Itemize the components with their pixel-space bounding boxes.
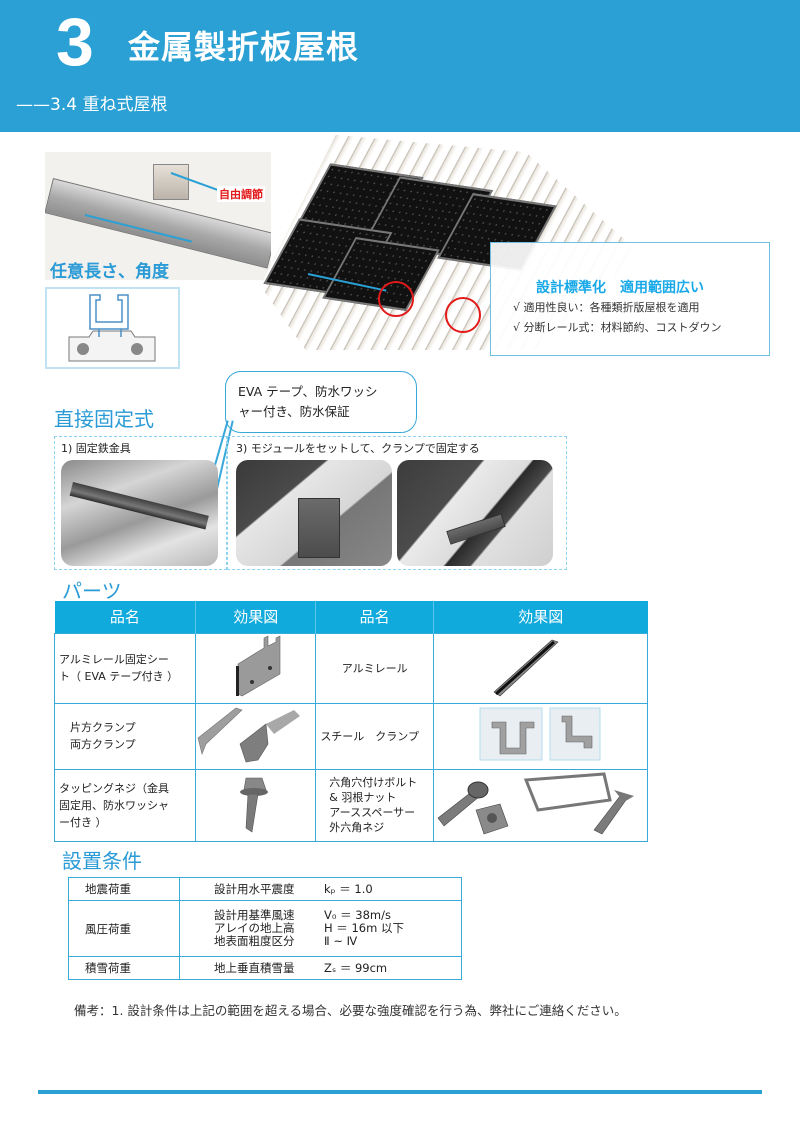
rail-profile-icon [68, 294, 156, 362]
free-adjust-label: 自由調節 [217, 186, 265, 202]
feature-box: 設計標準化 適用範囲広い √ 適用性良い：各種類折版屋根を適用 √ 分断レール式… [490, 242, 770, 356]
callout-line-1: EVA テープ、防水ワッシ [238, 384, 378, 399]
condition-label: 設計用基準風速 [214, 908, 295, 922]
part-name-line: アルミレール固定シー [59, 653, 169, 666]
part-name-line: 外六角ネジ [318, 821, 385, 834]
step1-frame [54, 436, 227, 570]
clamp-illustration [446, 513, 506, 545]
feature-heading: 設計標準化 適用範囲広い [536, 280, 704, 296]
section-subtitle: ——3.4 重ね式屋根 [16, 95, 168, 115]
clamp-illustration [153, 164, 189, 200]
col-header-name: 品名 [315, 601, 434, 633]
direct-fix-title: 直接固定式 [54, 407, 154, 431]
load-category: 風圧荷重 [68, 900, 180, 957]
condition-label: 地上垂直積雪量 [214, 960, 295, 975]
highlight-circle [445, 297, 481, 333]
condition-label: アレイの地上高 [214, 921, 295, 935]
part-name-line: 六角穴付けボルト [318, 776, 418, 789]
rail-fixing-sheet-icon [236, 635, 281, 696]
rail-detail-image: 自由調節 [45, 152, 271, 280]
steel-clamps-icon [479, 707, 601, 760]
part-image [432, 768, 649, 842]
part-name: アルミレール [315, 632, 434, 704]
table-row: アルミレール固定シー ト（ EVA テープ付き ） アルミレール [53, 632, 649, 704]
part-name-line: アーススペーサー [318, 806, 416, 819]
part-name-line: ー付き ） [59, 815, 107, 829]
load-category: 積雪荷重 [68, 956, 180, 980]
conditions-title: 設置条件 [62, 849, 142, 873]
clamps-icon [197, 707, 301, 762]
table-row: 積雪荷重 地上垂直積雪量 Zₛ ＝ 99cm [68, 956, 462, 980]
part-name-line: 片方クランプ [59, 721, 136, 734]
condition-label: 地表面粗度区分 [214, 934, 295, 948]
condition-label: 設計用水平震度 [214, 881, 295, 896]
part-image [195, 702, 317, 770]
condition-value: Ⅱ ~ Ⅳ [324, 934, 358, 948]
rail-illustration [69, 482, 209, 530]
remarks-note: 備考：1. 設計条件は上記の範囲を超える場合、必要な強度確認を行う為、弊社にご連… [74, 1003, 627, 1018]
parts-title: パーツ [62, 579, 122, 603]
part-name-line: 固定用、防水ワッシャ [59, 798, 169, 812]
page-header: 3 金属製折板屋根 ——3.4 重ね式屋根 [0, 0, 800, 132]
step3-frame [227, 436, 567, 570]
footer-divider [38, 1090, 762, 1094]
condition-value: kₚ ＝ 1.0 [324, 881, 373, 896]
part-name: 片方クランプ 両方クランプ [53, 702, 197, 770]
part-image [195, 632, 317, 704]
part-name-line: 両方クランプ [59, 738, 136, 751]
aluminum-rail-icon [493, 639, 559, 696]
highlight-circle [378, 281, 414, 317]
load-values: 設計用基準風速 V₀ ＝ 38m/s アレイの地上高 H ＝ 16m 以下 地表面粗… [179, 900, 462, 957]
part-name: タッピングネジ（金具 固定用、防水ワッシャ ー付き ） [53, 768, 197, 842]
table-row: 片方クランプ 両方クランプ スチール クランプ [53, 702, 649, 770]
clamp-set-photo-1 [236, 460, 392, 566]
condition-value: V₀ ＝ 38m/s [324, 908, 391, 922]
part-name-line: アルミレール [341, 661, 408, 675]
feature-line: √ 適用性良い：各種類折版屋根を適用 [513, 301, 700, 314]
col-header-name: 品名 [54, 601, 197, 633]
conditions-table: 地震荷重 設計用水平震度 kₚ ＝ 1.0 風圧荷重 設計用基準風速 V₀ ＝ 38… [68, 877, 462, 980]
clamp-illustration [298, 498, 340, 558]
part-image [195, 768, 317, 842]
load-values: 地上垂直積雪量 Zₛ ＝ 99cm [179, 956, 462, 980]
condition-value: Zₛ ＝ 99cm [324, 960, 388, 975]
part-image [432, 632, 649, 704]
fixing-bracket-photo [61, 460, 218, 566]
load-values: 設計用水平震度 kₚ ＝ 1.0 [179, 877, 462, 901]
part-name-line: ト（ EVA テープ付き ） [59, 670, 179, 683]
chapter-number: 3 [56, 4, 94, 80]
chapter-title: 金属製折板屋根 [128, 28, 360, 66]
table-row: タッピングネジ（金具 固定用、防水ワッシャ ー付き ） 六角穴付けボルト & 羽… [53, 768, 649, 842]
load-category: 地震荷重 [68, 877, 180, 901]
part-name-line: タッピングネジ（金具 [59, 781, 169, 795]
condition-value: H ＝ 16m 以下 [324, 921, 404, 935]
eva-tape-callout: EVA テープ、防水ワッシ ャー付き、防水保証 [225, 371, 417, 433]
part-name-line: & 羽根ナット [318, 791, 397, 804]
bolts-nuts-spacer-icon [437, 771, 634, 834]
feature-line: √ 分断レール式：材料節約、コストダウン [513, 321, 722, 334]
table-row: 地震荷重 設計用水平震度 kₚ ＝ 1.0 [68, 877, 462, 901]
part-name: アルミレール固定シー ト（ EVA テープ付き ） [53, 632, 197, 704]
rail-profile-diagram [45, 287, 180, 369]
col-header-image: 効果図 [433, 601, 648, 633]
any-length-label: 任意長さ、角度 [50, 262, 169, 282]
part-name: 六角穴付けボルト & 羽根ナット アーススペーサー 外六角ネジ [315, 768, 434, 842]
tapping-screw-icon [240, 777, 269, 833]
part-image [432, 702, 649, 770]
table-row: 風圧荷重 設計用基準風速 V₀ ＝ 38m/s アレイの地上高 H ＝ 16m 以下… [68, 900, 462, 957]
parts-table: 品名 効果図 品名 効果図 アルミレール固定シー ト（ EVA テープ付き ） … [53, 601, 649, 842]
callout-line-2: ャー付き、防水保証 [238, 404, 350, 419]
part-name-line: スチール クランプ [320, 729, 419, 743]
clamp-set-photo-2 [397, 460, 553, 566]
part-name: スチール クランプ [315, 702, 434, 770]
step1-label: 1) 固定鉄金具 [61, 442, 131, 455]
step3-label: 3) モジュールをセットして、クランプで固定する [236, 442, 480, 455]
col-header-image: 効果図 [195, 601, 317, 633]
